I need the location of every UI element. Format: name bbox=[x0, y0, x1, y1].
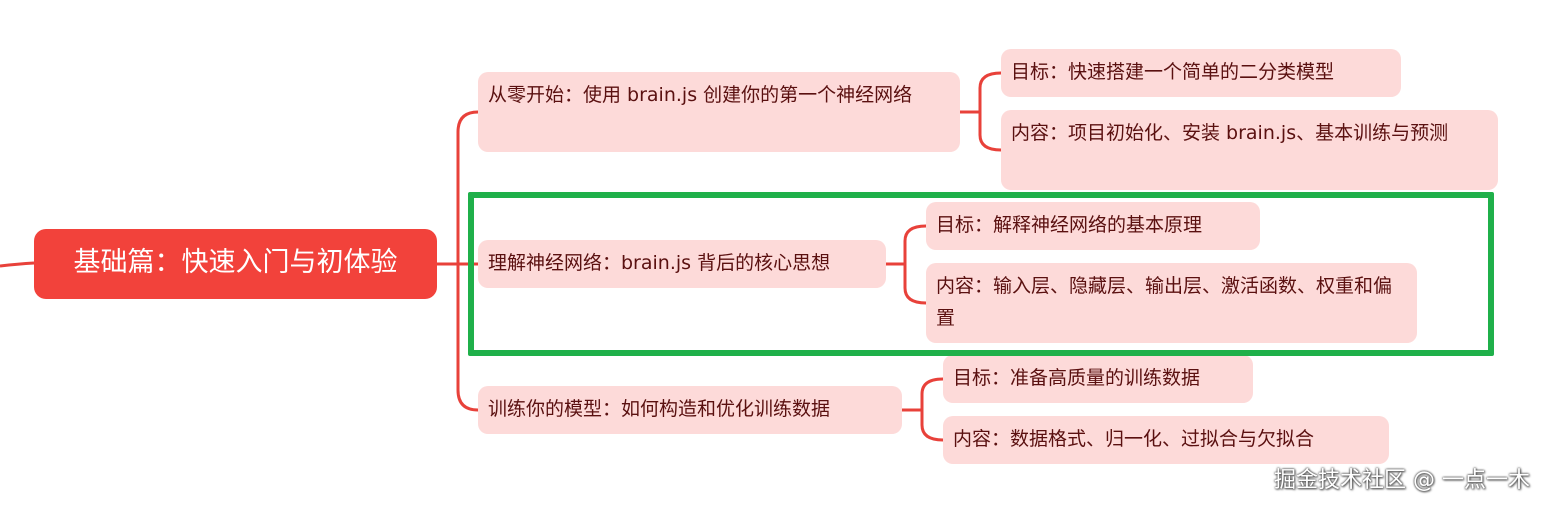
watermark-text: 掘金技术社区 @ 一点一木 bbox=[1274, 468, 1530, 493]
leaf-node-content-3[interactable]: 内容：数据格式、归一化、过拟合与欠拟合 bbox=[943, 416, 1389, 464]
leaf-node-goal-2[interactable]: 目标：解释神经网络的基本原理 bbox=[926, 202, 1260, 250]
edge-b3-child-2 bbox=[920, 410, 944, 442]
leaf-node-content-2[interactable]: 内容：输入层、隐藏层、输出层、激活函数、权重和偏置 bbox=[926, 263, 1417, 343]
branch-node-2[interactable]: 理解神经网络：brain.js 背后的核心思想 bbox=[478, 240, 886, 288]
branch-node-1[interactable]: 从零开始：使用 brain.js 创建你的第一个神经网络 bbox=[478, 72, 960, 152]
branch-node-3[interactable]: 训练你的模型：如何构造和优化训练数据 bbox=[478, 386, 902, 434]
edge-root-incoming bbox=[0, 261, 35, 268]
leaf-node-goal-3[interactable]: 目标：准备高质量的训练数据 bbox=[943, 355, 1253, 403]
edge-b1-child-1 bbox=[978, 71, 1002, 112]
edge-b2-child-1 bbox=[903, 224, 927, 264]
leaf-node-content-1[interactable]: 内容：项目初始化、安装 brain.js、基本训练与预测 bbox=[1001, 110, 1498, 190]
edge-branch-3 bbox=[456, 264, 479, 412]
edge-branch-1 bbox=[456, 110, 479, 264]
leaf-node-goal-1[interactable]: 目标：快速搭建一个简单的二分类模型 bbox=[1001, 49, 1401, 97]
edge-b1-child-2 bbox=[978, 112, 1002, 152]
highlight-box bbox=[468, 192, 1494, 356]
root-node[interactable]: 基础篇：快速入门与初体验 bbox=[34, 229, 437, 299]
edge-b2-child-2 bbox=[903, 264, 927, 305]
edge-b3-child-1 bbox=[920, 377, 944, 410]
